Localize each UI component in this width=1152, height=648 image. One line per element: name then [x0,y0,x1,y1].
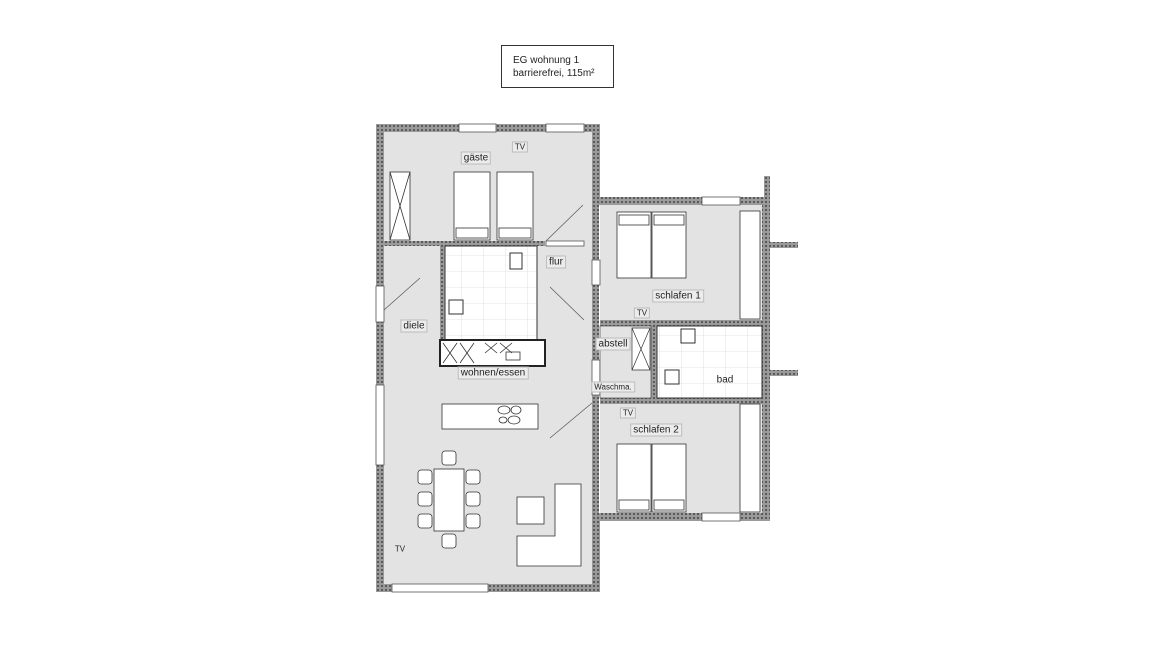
washbasin [448,299,464,315]
bath-sink [680,328,696,344]
room-label-flur: flur [546,255,566,269]
room-label-waschmaschine: Waschma. [591,381,635,393]
room-label-bad: bad [716,374,734,386]
title-line-1: EG wohnung 1 [513,55,580,66]
cooktop [497,405,522,425]
bathroom-1 [444,245,538,341]
title-line-2: barrierefrei, 115m² [513,68,595,79]
kitchen-cabinets [442,342,521,364]
door-swings [383,204,593,439]
tv-label: TV [633,307,651,319]
abstell-shelf [631,327,651,371]
room-label-gaeste: gäste [460,151,492,165]
room-label-schlafen-1: schlafen 1 [652,289,704,303]
room-label-schlafen-2: schlafen 2 [630,423,682,437]
tv-label: TV [619,407,637,419]
windows [375,123,741,593]
room-label-abstell: abstell [595,337,631,351]
room-label-diele: diele [400,319,428,333]
bath-toilet [664,369,680,385]
toilet [509,252,523,270]
kitchen-counter [439,339,546,367]
tv-label: TV [394,544,406,554]
tv-label: TV [511,141,529,153]
title-box: EG wohnung 1 barrierefrei, 115m² [501,45,614,88]
room-label-wohnen-essen: wohnen/essen [457,366,529,380]
bathroom-2 [656,325,763,399]
beds [389,171,761,567]
